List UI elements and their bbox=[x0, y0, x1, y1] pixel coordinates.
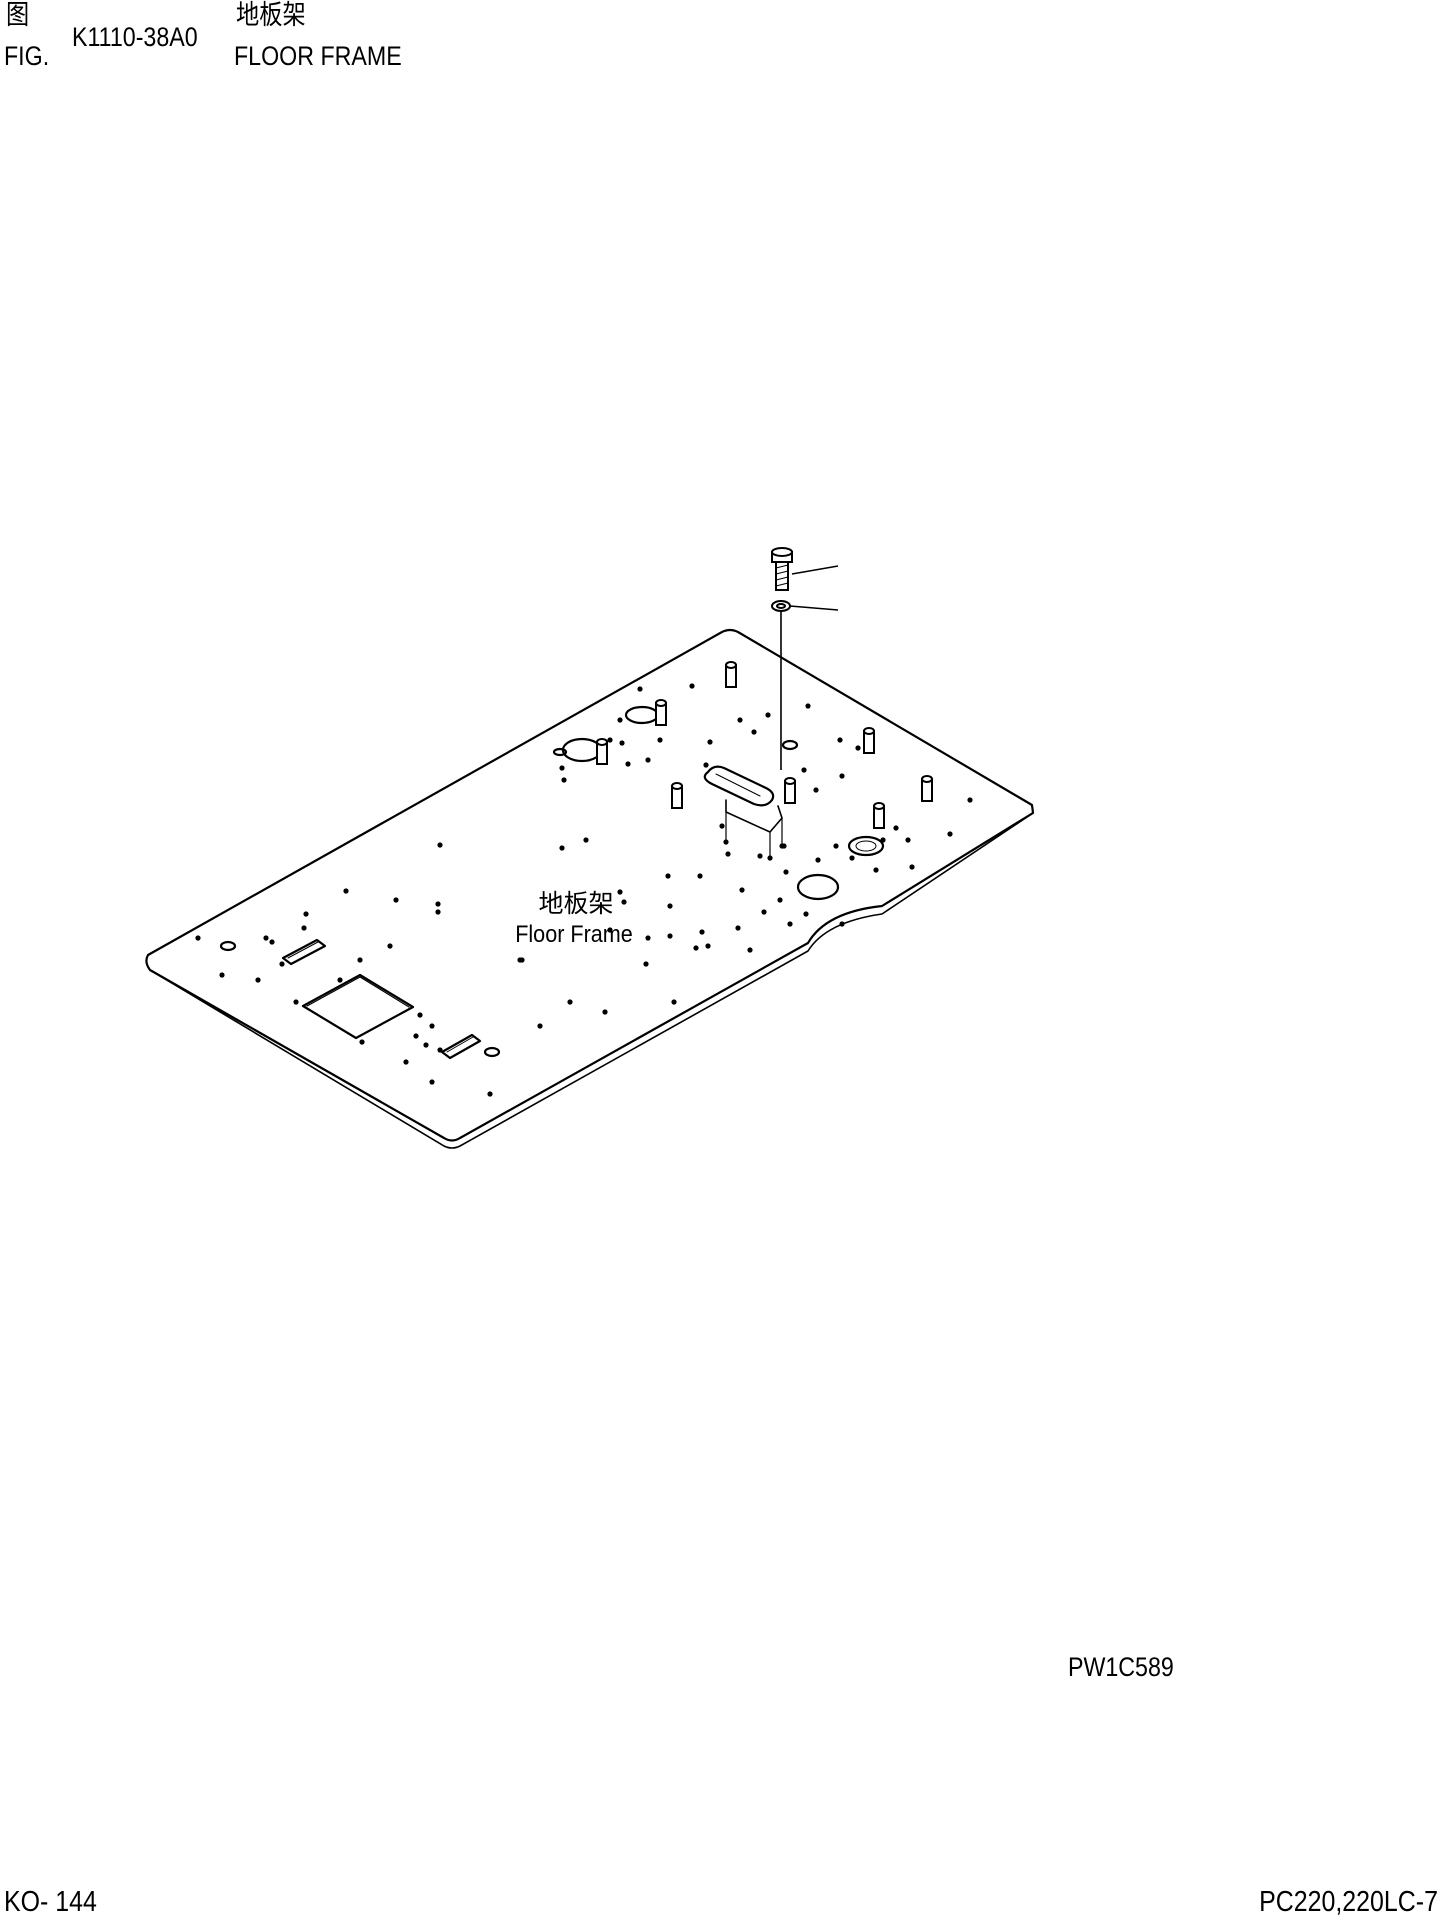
standoff bbox=[921, 775, 933, 802]
title-en: FLOOR FRAME bbox=[234, 41, 402, 71]
floor-long-slot bbox=[703, 765, 775, 807]
part-label-cjk: 地板架 bbox=[538, 889, 613, 918]
part-label-en: Floor Frame bbox=[515, 920, 633, 947]
fig-label: FIG. bbox=[4, 41, 50, 71]
floor-mounting-holes bbox=[195, 683, 973, 1097]
model-code: PC220,220LC-7 bbox=[1259, 1886, 1438, 1918]
standoff bbox=[784, 777, 796, 804]
standoff bbox=[863, 727, 875, 754]
floor-slot-left bbox=[281, 938, 327, 966]
floor-plate-edge bbox=[149, 812, 1034, 1149]
floor-round-hole bbox=[796, 873, 840, 901]
washer bbox=[771, 600, 791, 612]
title-cjk: 地板架 bbox=[236, 0, 306, 31]
floor-round-hole bbox=[561, 737, 603, 763]
floor-small-hole bbox=[781, 739, 799, 751]
leader-lines bbox=[780, 565, 839, 770]
standoff bbox=[596, 738, 608, 765]
floor-oval-hole bbox=[847, 835, 885, 857]
floor-plate-outline bbox=[145, 628, 1035, 1142]
fig-cjk-label: 图 bbox=[6, 0, 30, 31]
floor-small-hole bbox=[552, 747, 568, 757]
floor-small-hole bbox=[219, 940, 237, 952]
page-code: KO- 144 bbox=[4, 1886, 97, 1918]
floor-slot-lower bbox=[440, 1033, 482, 1060]
standoff bbox=[655, 699, 667, 726]
figure-number: K1110-38A0 bbox=[72, 22, 198, 52]
drawing-code: PW1C589 bbox=[1068, 1652, 1174, 1682]
floor-oval-hole bbox=[624, 705, 660, 725]
standoff bbox=[725, 661, 737, 688]
floor-standoffs bbox=[596, 661, 933, 829]
standoff bbox=[671, 782, 683, 809]
standoff bbox=[873, 802, 885, 829]
bolt bbox=[771, 547, 793, 591]
bolt-assembly bbox=[771, 547, 793, 612]
floor-small-hole bbox=[483, 1046, 501, 1058]
floor-square-cutout bbox=[301, 973, 415, 1040]
